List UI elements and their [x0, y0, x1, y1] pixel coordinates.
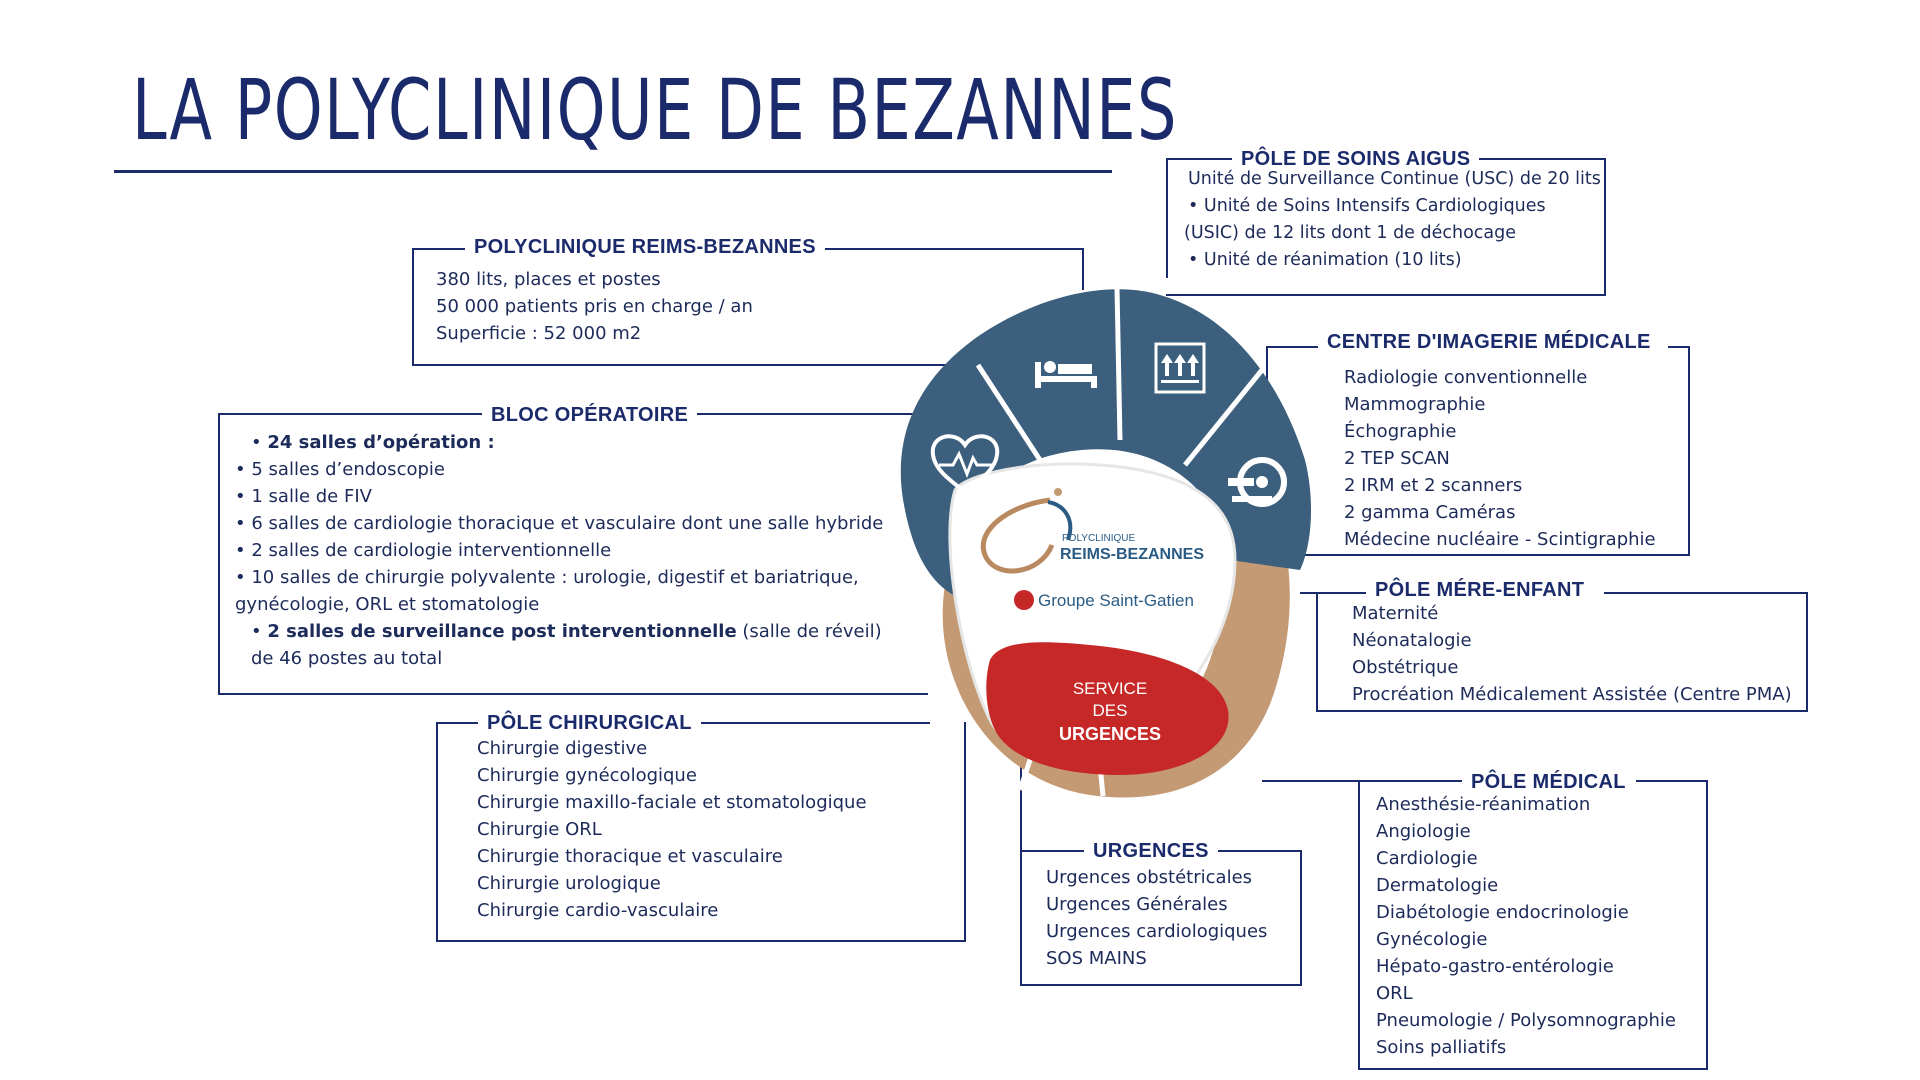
list-item: Procréation Médicalement Assistée (Centr… — [1352, 684, 1792, 705]
list-item: Médecine nucléaire - Scintigraphie — [1344, 529, 1656, 550]
arrows-up-box-icon — [1154, 342, 1206, 394]
list-item: Anesthésie-réanimation — [1376, 794, 1591, 815]
list-item: Chirurgie thoracique et vasculaire — [477, 846, 783, 867]
heart-monitor-icon — [930, 434, 1000, 495]
list-item: Chirurgie ORL — [477, 819, 602, 840]
imagerie-top-left — [1266, 346, 1318, 348]
polyclinique-heading: POLYCLINIQUE REIMS-BEZANNES — [465, 235, 825, 259]
medical-heading: PÔLE MÉDICAL — [1462, 770, 1635, 794]
list-item: Superficie : 52 000 m2 — [436, 323, 642, 344]
list-item: Diabétologie endocrinologie — [1376, 902, 1629, 923]
list-item: Mammographie — [1344, 394, 1486, 415]
soins-left-line — [1166, 158, 1168, 278]
mere-box — [1316, 592, 1808, 712]
chirurgical-heading: PÔLE CHIRURGICAL — [478, 711, 701, 735]
chirurgical-box — [436, 722, 966, 942]
list-item: Chirurgie digestive — [477, 738, 648, 759]
list-item: Néonatalogie — [1352, 630, 1472, 651]
urgences-heading: URGENCES — [1084, 839, 1218, 863]
page-title: LA POLYCLINIQUE DE BEZANNES — [132, 61, 1178, 159]
list-item: Soins palliatifs — [1376, 1037, 1507, 1058]
urgence-line-3: URGENCES — [1059, 724, 1161, 744]
title-underline — [114, 170, 1112, 173]
mere-top-line-b — [1604, 592, 1808, 594]
blue-arc — [900, 289, 1312, 600]
list-item: Gynécologie — [1376, 929, 1488, 950]
urgences-list: Urgences obstétricales Urgences Générale… — [1046, 864, 1267, 972]
list-item: Pneumologie / Polysomnographie — [1376, 1010, 1676, 1031]
list-item: 2 TEP SCAN — [1344, 448, 1450, 469]
list-item: • Unité de Soins Intensifs Cardiologique… — [1188, 196, 1546, 216]
list-item: SOS MAINS — [1046, 948, 1147, 969]
list-item: Cardiologie — [1376, 848, 1478, 869]
logo-mark — [980, 488, 1073, 574]
urgences-connector — [1020, 706, 1022, 852]
urgence-line-2: DES — [1093, 701, 1128, 720]
list-item: • 10 salles de chirurgie polyvalente : u… — [235, 567, 859, 615]
list-item: Angiologie — [1376, 821, 1471, 842]
group-logo-icon — [1014, 590, 1034, 610]
list-item: Dermatologie — [1376, 875, 1499, 896]
urgence-line-1: SERVICE — [1073, 679, 1147, 698]
medical-top-line-b — [1636, 780, 1708, 782]
list-item: Chirurgie urologique — [477, 873, 661, 894]
chirurgical-list: Chirurgie digestive Chirurgie gynécologi… — [477, 735, 867, 924]
list-item: • 1 salle de FIV — [235, 486, 372, 507]
list-item: Unité de Surveillance Continue (USC) de … — [1188, 169, 1601, 189]
list-item: 2 gamma Caméras — [1344, 502, 1516, 523]
list-item: Urgences obstétricales — [1046, 867, 1253, 888]
logo-main-text: REIMS-BEZANNES — [1060, 546, 1204, 563]
list-item: Hépato-gastro-entérologie — [1376, 956, 1614, 977]
polyclinique-list: 380 lits, places et postes 50 000 patien… — [436, 266, 753, 347]
medical-top-line-a — [1262, 780, 1462, 782]
bloc-heading: BLOC OPÉRATOIRE — [482, 403, 698, 427]
hub-diagram: POLYCLINIQUE REIMS-BEZANNES Groupe Saint… — [900, 287, 1312, 798]
list-item: Chirurgie cardio-vasculaire — [477, 900, 719, 921]
list-item: 2 IRM et 2 scanners — [1344, 475, 1523, 496]
imagerie-heading: CENTRE D'IMAGERIE MÉDICALE — [1318, 330, 1660, 354]
scanner-icon — [1228, 457, 1287, 507]
list-item: • 5 salles d’endoscopie — [235, 459, 445, 480]
imagerie-top-right — [1668, 346, 1690, 348]
list-item: • 24 salles d’opération : — [251, 432, 495, 453]
list-item: Urgences Générales — [1046, 894, 1228, 915]
list-item: • 6 salles de cardiologie thoracique et … — [235, 513, 884, 534]
group-text: Groupe Saint-Gatien — [1038, 591, 1194, 610]
bloc-list: • 24 salles d’opération : • 5 salles d’e… — [235, 429, 915, 672]
list-item: (USIC) de 12 lits dont 1 de déchocage — [1184, 223, 1517, 243]
logo-small-text: POLYCLINIQUE — [1062, 533, 1135, 544]
list-item: • 2 salles de surveillance post interven… — [251, 621, 882, 669]
list-item: 380 lits, places et postes — [436, 269, 661, 290]
medical-box — [1358, 780, 1708, 1070]
mere-top-line-a — [1300, 592, 1366, 594]
medical-list: Anesthésie-réanimation Angiologie Cardio… — [1376, 791, 1676, 1061]
list-item: Maternité — [1352, 603, 1439, 624]
polyclinique-box-tick — [1082, 248, 1084, 290]
list-item: 50 000 patients pris en charge / an — [436, 296, 753, 317]
list-item: ORL — [1376, 983, 1413, 1004]
mere-list: Maternité Néonatalogie Obstétrique Procr… — [1352, 600, 1792, 708]
list-item: Échographie — [1344, 421, 1457, 442]
imagerie-list: Radiologie conventionnelle Mammographie … — [1344, 364, 1656, 553]
list-item: Radiologie conventionnelle — [1344, 367, 1588, 388]
mere-heading: PÔLE MÉRE-ENFANT — [1366, 578, 1594, 602]
bed-icon — [1035, 361, 1097, 388]
list-item: Chirurgie gynécologique — [477, 765, 697, 786]
soins-list: Unité de Surveillance Continue (USC) de … — [1184, 166, 1601, 274]
list-item: • 2 salles de cardiologie interventionne… — [235, 540, 612, 561]
soins-heading: PÔLE DE SOINS AIGUS — [1232, 147, 1480, 171]
list-item: • Unité de réanimation (10 lits) — [1188, 250, 1462, 270]
list-item: Urgences cardiologiques — [1046, 921, 1268, 942]
list-item: Obstétrique — [1352, 657, 1459, 678]
list-item: Chirurgie maxillo-faciale et stomatologi… — [477, 792, 867, 813]
urgences-blob — [986, 642, 1229, 775]
